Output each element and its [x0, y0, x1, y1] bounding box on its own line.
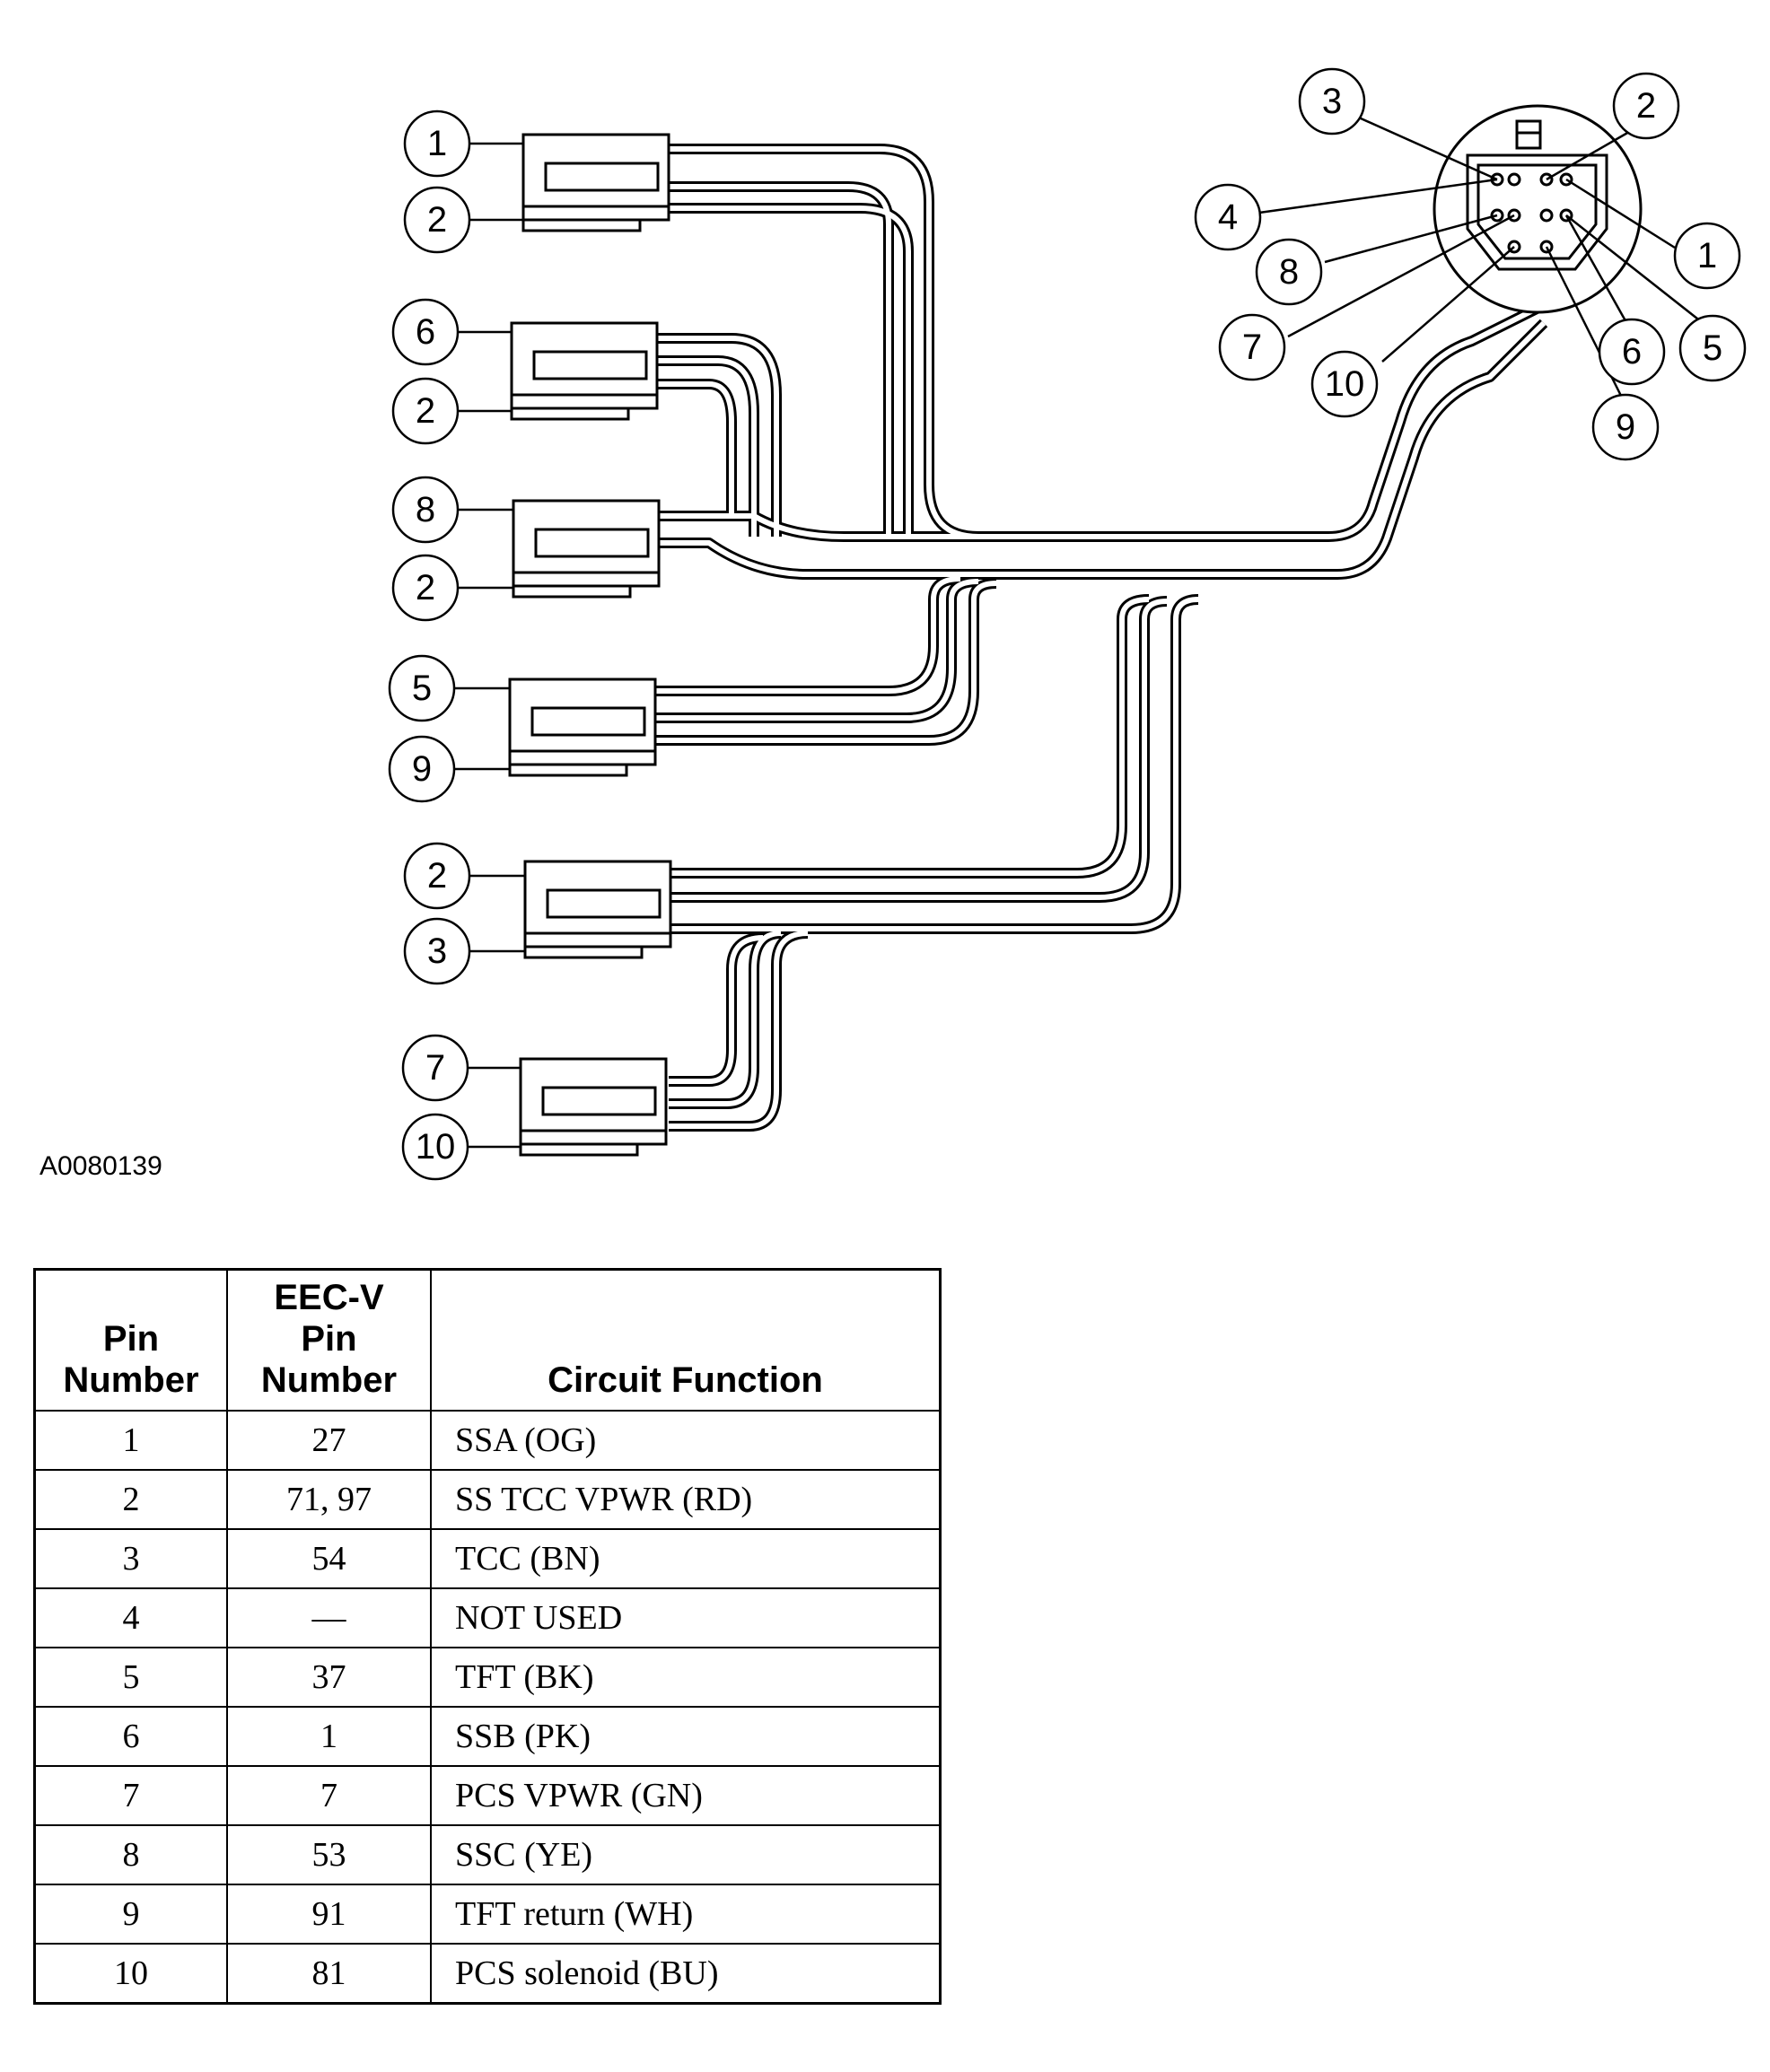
- main-callout-6: 6: [1622, 332, 1642, 372]
- function-cell: PCS solenoid (BU): [430, 1943, 942, 2005]
- callout-9: 9: [412, 749, 432, 789]
- eec-cell: 1: [226, 1706, 432, 1767]
- eec-cell: 7: [226, 1765, 432, 1826]
- function-cell: TFT (BK): [430, 1647, 942, 1708]
- main-callout-3: 3: [1322, 82, 1342, 121]
- main-callout-10: 10: [1325, 364, 1365, 404]
- function-cell: TCC (BN): [430, 1528, 942, 1589]
- left-callouts: [388, 109, 525, 1181]
- callout-3: 3: [427, 931, 447, 971]
- eec-cell: 53: [226, 1824, 432, 1885]
- callout-2: 2: [427, 856, 447, 896]
- connector-2: [510, 321, 659, 421]
- pin-cell: 1: [33, 1410, 228, 1471]
- eec-cell: 37: [226, 1647, 432, 1708]
- main-callout-8: 8: [1279, 252, 1299, 292]
- figure-id: A0080139: [39, 1151, 162, 1181]
- eec-cell: —: [226, 1587, 432, 1648]
- function-cell: SSC (YE): [430, 1824, 942, 1885]
- eec-cell: 71, 97: [226, 1469, 432, 1530]
- eec-cell: 81: [226, 1943, 432, 2005]
- eec-cell: 54: [226, 1528, 432, 1589]
- pin-cell: 6: [33, 1706, 228, 1767]
- callout-2: 2: [427, 200, 447, 240]
- main-callout-4: 4: [1218, 197, 1238, 237]
- header-circuit-function: Circuit Function: [430, 1268, 942, 1412]
- main-callouts: [1194, 67, 1747, 461]
- callout-8: 8: [416, 490, 435, 529]
- main-callout-2: 2: [1636, 86, 1656, 126]
- pin-cell: 9: [33, 1884, 228, 1945]
- main-callout-1: 1: [1697, 236, 1717, 275]
- wiring-diagram: 1 2 6 2 8 2 5 9 2 3 7 10: [388, 67, 1747, 1181]
- main-callout-5: 5: [1703, 328, 1722, 368]
- main-callout-9: 9: [1616, 407, 1635, 447]
- callout-5: 5: [412, 669, 432, 708]
- callout-10: 10: [416, 1127, 456, 1167]
- callout-6: 6: [416, 312, 435, 352]
- pin-cell: 10: [33, 1943, 228, 2005]
- pin-cell: 8: [33, 1824, 228, 1885]
- callout-1: 1: [427, 124, 447, 163]
- connector-5: [523, 860, 672, 959]
- table-row: 4—NOT USED: [33, 1587, 942, 1648]
- eec-cell: 91: [226, 1884, 432, 1945]
- main-callout-7: 7: [1242, 328, 1262, 367]
- pin-cell: 3: [33, 1528, 228, 1589]
- pin-cell: 2: [33, 1469, 228, 1530]
- connector-3: [512, 499, 661, 599]
- connector-1: [521, 133, 670, 232]
- pin-cell: 5: [33, 1647, 228, 1708]
- callout-2: 2: [416, 391, 435, 431]
- function-cell: SSB (PK): [430, 1706, 942, 1767]
- wire-harness: [653, 144, 1548, 1132]
- callout-2: 2: [416, 568, 435, 608]
- pin-cell: 4: [33, 1587, 228, 1648]
- function-cell: SSA (OG): [430, 1410, 942, 1471]
- callout-7: 7: [425, 1048, 445, 1088]
- connector-6: [519, 1057, 668, 1157]
- function-cell: TFT return (WH): [430, 1884, 942, 1945]
- connector-4: [508, 678, 657, 777]
- pin-cell: 7: [33, 1765, 228, 1826]
- main-connector: [1433, 104, 1643, 314]
- function-cell: PCS VPWR (GN): [430, 1765, 942, 1826]
- function-cell: SS TCC VPWR (RD): [430, 1469, 942, 1530]
- eec-cell: 27: [226, 1410, 432, 1471]
- function-cell: NOT USED: [430, 1587, 942, 1648]
